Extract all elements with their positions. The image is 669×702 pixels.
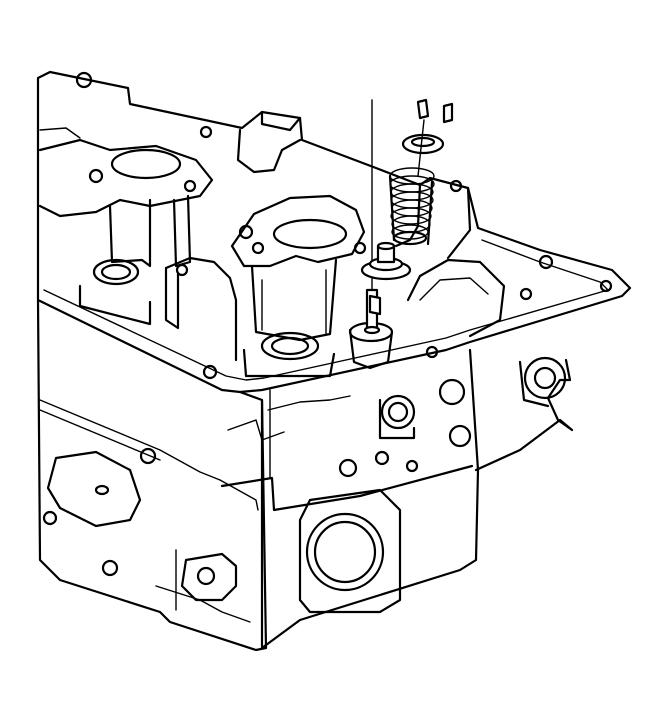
lower-boss-hole (196, 566, 216, 586)
head-top-rim (36, 70, 632, 394)
right-stud-hole (533, 366, 557, 390)
left-face-groove-2 (39, 409, 161, 461)
deck-hole-12 (425, 345, 439, 359)
front-port-outer (305, 512, 385, 592)
left-bolt-hole (42, 510, 58, 526)
valve-keepers (416, 98, 454, 124)
cam-tower-right (394, 183, 472, 260)
deck-hole-7 (353, 241, 367, 255)
cam-tower-center-lines (261, 269, 327, 335)
head-right-lower (474, 358, 574, 472)
cam-saddle-1-top (260, 110, 302, 132)
deck-hole-8 (449, 179, 463, 193)
plug-well-center-base (242, 348, 336, 378)
port-cluster-left (38, 138, 214, 218)
left-face-groove-3 (219, 479, 259, 511)
deck-hole-3 (199, 125, 213, 139)
cam-saddle-1 (236, 128, 302, 174)
cam-saddle-2 (164, 256, 238, 362)
cam-tower-center (250, 258, 338, 342)
front-port-boss (298, 488, 402, 614)
head-bottom-edge (155, 549, 251, 623)
valve-spring (388, 167, 435, 246)
deck-hole-10 (519, 287, 533, 301)
front-port-inner (313, 520, 377, 584)
deck-hole-9 (538, 254, 554, 270)
front-bolt-hole-e (405, 459, 419, 473)
deck-hole-4 (75, 71, 93, 89)
front-ledge (220, 464, 474, 512)
deck-hole-14 (175, 263, 189, 277)
deck-hole-6 (251, 241, 265, 255)
cylinder-head (36, 70, 632, 652)
front-upper-line (267, 395, 351, 411)
front-bolt-hole-b (448, 424, 472, 448)
cam-tower-left-b (172, 194, 192, 268)
front-notch (227, 419, 285, 441)
plug-well-left-base (78, 284, 152, 326)
gasket-flange-inner (43, 239, 609, 381)
deck-hole-11 (599, 279, 613, 293)
plug-well-center (260, 331, 320, 361)
deck-left-edge (39, 127, 81, 139)
valve-spring-retainer (401, 119, 445, 177)
deck-hole-5 (238, 224, 254, 240)
valve-stem-seal (360, 241, 412, 316)
plug-well-center-inner (270, 336, 310, 356)
front-bolt-hole-c (338, 458, 358, 478)
front-stud-base (378, 398, 416, 440)
left-bolt-hole-3 (101, 559, 119, 577)
right-port-inner (419, 277, 489, 301)
lower-boss (180, 552, 238, 602)
left-bolt-hole-2 (139, 447, 157, 465)
cam-saddle-2-side (164, 266, 180, 330)
head-left-face (36, 298, 268, 652)
deck-hole-1 (88, 168, 104, 184)
deck-hole-13 (202, 364, 218, 380)
right-stud-base (518, 360, 550, 408)
right-stud-boss (523, 356, 567, 400)
front-stud-boss (380, 394, 416, 430)
left-face-groove (39, 399, 221, 481)
cam-tower-left (108, 198, 152, 268)
front-stud-hole (387, 401, 409, 423)
head-front-face (260, 348, 480, 650)
left-port-hole (94, 484, 110, 496)
port-left-opening (110, 148, 182, 180)
front-bolt-hole-d (374, 450, 390, 466)
port-center-opening (272, 218, 348, 250)
front-bolt-hole-a (438, 378, 466, 406)
plug-well-left (92, 258, 140, 286)
valve-guide-boss (348, 328, 394, 370)
right-port-opening (406, 258, 506, 338)
left-port (46, 450, 142, 528)
plug-well-left-inner (100, 263, 132, 281)
deck-hole-2 (183, 179, 197, 193)
